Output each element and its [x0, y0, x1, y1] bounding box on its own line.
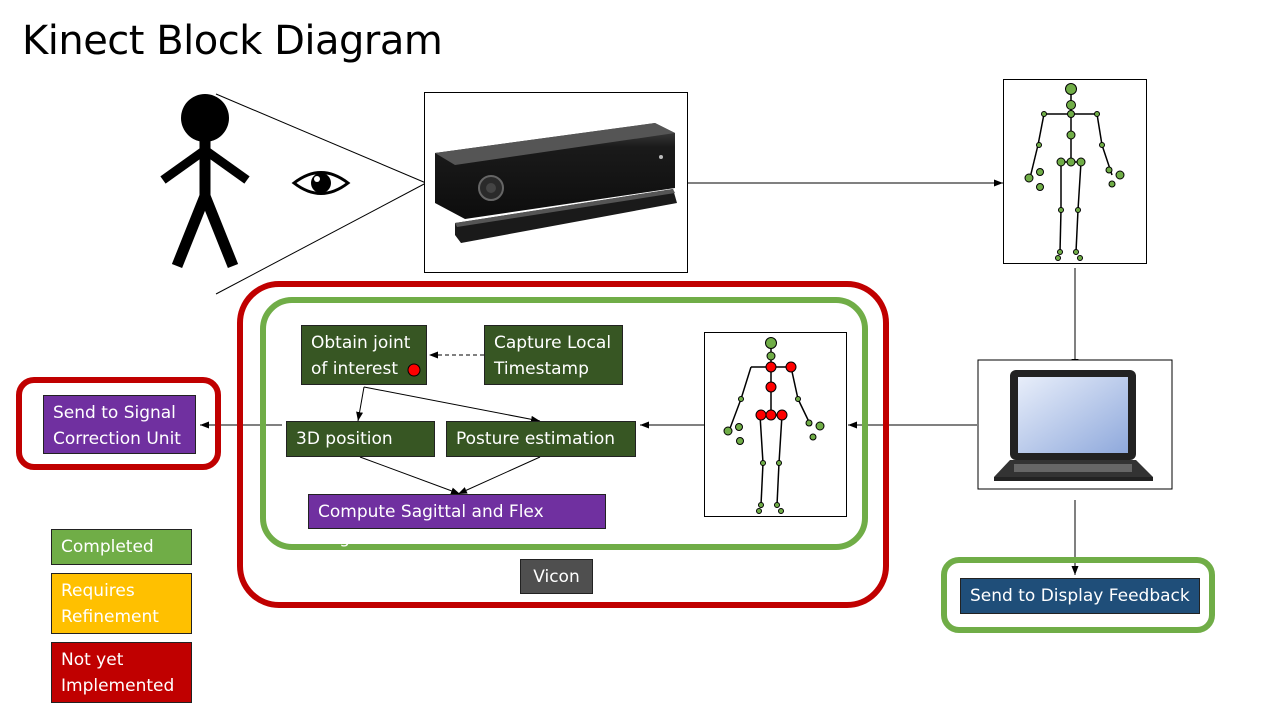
connector-3d-position-to-compute: [359, 456, 461, 495]
legend-not-implemented: Not yet Implemented: [51, 642, 192, 703]
eye-icon: [291, 171, 351, 195]
display-feedback-box: Send to Display Feedback: [960, 578, 1200, 614]
position-3d-box: 3D position: [286, 421, 435, 457]
page-title: Kinect Block Diagram: [22, 18, 443, 64]
joint-marker-icon: [407, 363, 421, 377]
connector-joint-to-posture: [363, 386, 541, 423]
field-of-view-line: [215, 182, 427, 295]
kinect-sensor-image: [424, 92, 688, 273]
obtain-joint-box: Obtain joint of interest: [301, 325, 427, 385]
posture-estimation-box: Posture estimation: [446, 421, 636, 457]
capture-timestamp-box: Capture Local Timestamp: [484, 325, 623, 385]
vicon-label: Vicon: [520, 559, 593, 594]
vicon-skeleton-image: [704, 332, 847, 517]
connector-joint-to-3d-position: [356, 386, 365, 422]
skeleton-icon: [1003, 79, 1147, 264]
connector-posture-to-compute: [457, 456, 541, 495]
laptop-icon: [977, 359, 1173, 490]
compute-angle-box: Compute Sagittal and Flex angle: [308, 494, 606, 548]
legend-requires-refinement: Requires Refinement: [51, 573, 192, 634]
person-icon: [160, 94, 250, 269]
signal-correction-box: Send to Signal Correction Unit: [43, 395, 196, 454]
field-of-view-line: [215, 93, 427, 184]
obtain-joint-label: Obtain joint of interest: [311, 333, 411, 379]
legend-completed: Completed: [51, 529, 192, 565]
